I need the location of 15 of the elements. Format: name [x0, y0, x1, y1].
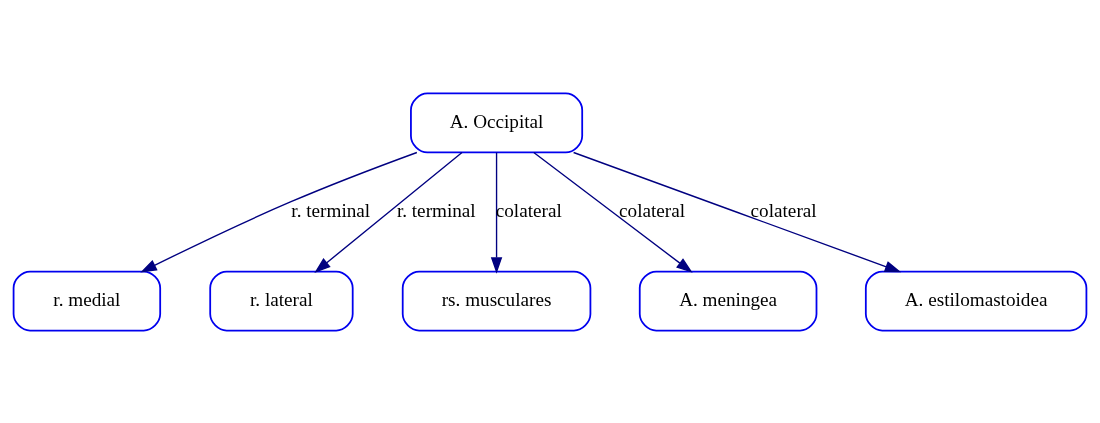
node-box: A. estilomastoidea [864, 270, 1088, 331]
arrow [140, 151, 418, 272]
node-box: A. meningea [638, 270, 818, 331]
edge-label: r. terminal [291, 199, 371, 221]
arrow [314, 151, 463, 273]
edge-label: colateral [750, 199, 817, 221]
node-box: rs. musculares [401, 270, 592, 331]
node-box: r. lateral [209, 270, 354, 331]
arrow [490, 151, 503, 274]
arrow [533, 151, 693, 273]
node-box: A. Occipital [410, 92, 584, 153]
node-box: r. medial [12, 270, 162, 331]
edge-label: colateral [619, 199, 686, 221]
edge-label: r. terminal [396, 199, 476, 221]
arrow [572, 151, 902, 272]
